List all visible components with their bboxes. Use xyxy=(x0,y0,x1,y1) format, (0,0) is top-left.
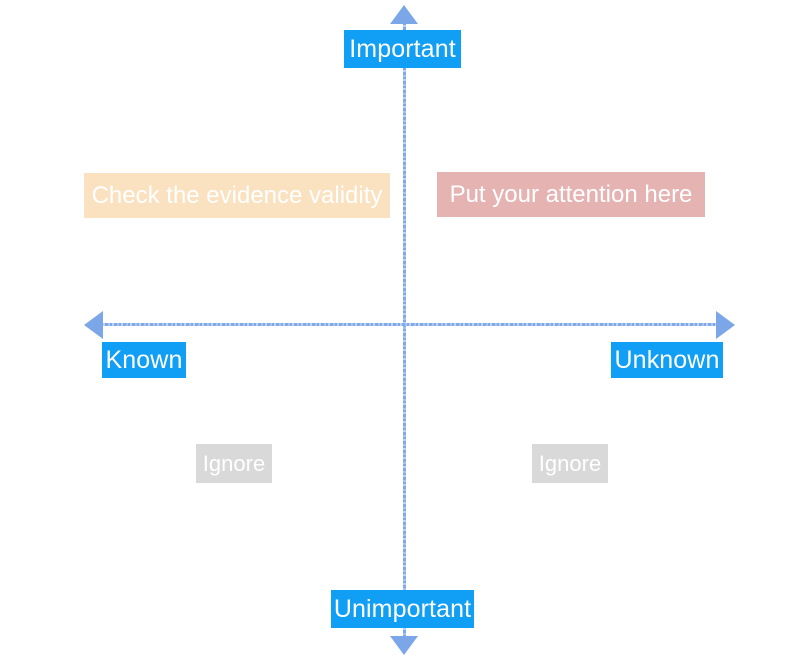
horizontal-axis-line xyxy=(96,323,720,326)
quadrant-label-top-left: Check the evidence validity xyxy=(84,173,390,218)
quadrant-label-bottom-left: Ignore xyxy=(196,444,272,483)
arrow-down-icon xyxy=(390,636,418,655)
quadrant-label-bottom-right: Ignore xyxy=(532,444,608,483)
vertical-axis-line xyxy=(403,18,406,640)
axis-label-known: Known xyxy=(102,342,186,378)
quadrant-label-top-right: Put your attention here xyxy=(437,172,705,217)
arrow-up-icon xyxy=(390,5,418,24)
axis-label-important: Important xyxy=(344,30,461,68)
axis-label-unknown: Unknown xyxy=(611,342,723,378)
arrow-right-icon xyxy=(716,311,735,339)
arrow-left-icon xyxy=(84,311,103,339)
axis-label-unimportant: Unimportant xyxy=(331,590,474,628)
